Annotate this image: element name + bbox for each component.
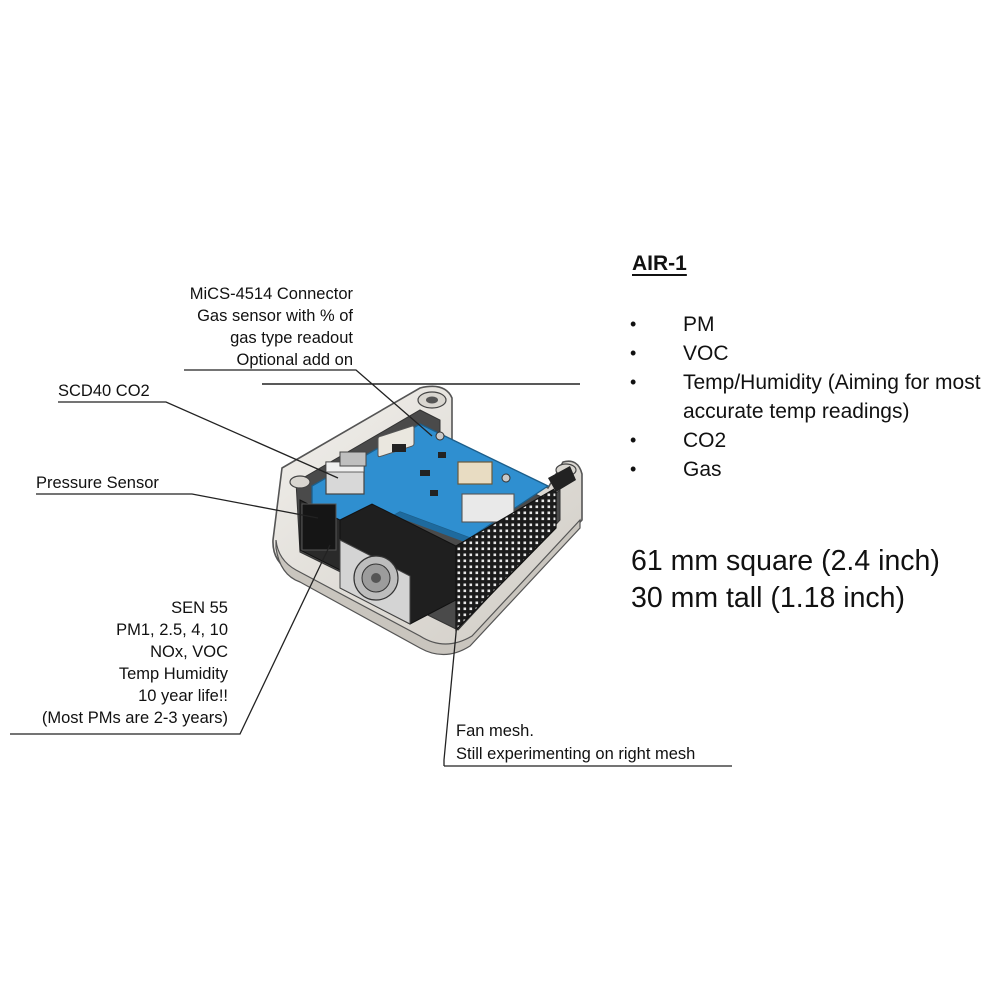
bullet-icon: •: [630, 430, 637, 450]
scd40-callout: SCD40 CO2: [58, 382, 150, 400]
feature-item: • Temp/Humidity (Aiming for most accurate…: [630, 368, 990, 426]
sen55-line-5: 10 year life!!: [138, 687, 228, 705]
usb-connector: [339, 451, 367, 467]
mics-line-2: Gas sensor with % of: [197, 307, 353, 325]
fan-mesh-line-2: Still experimenting on right mesh: [456, 745, 696, 763]
feature-label: CO2: [683, 429, 727, 452]
mesh-panel: [455, 486, 557, 632]
sen55-line-2: PM1, 2.5, 4, 10: [116, 621, 228, 639]
feature-item: • Gas: [630, 455, 990, 484]
product-title: AIR-1: [632, 252, 687, 275]
fan-mesh-callout: Fan mesh. Still experimenting on right m…: [456, 720, 695, 766]
feature-label: Gas: [683, 458, 722, 481]
sen55-line-3: NOx, VOC: [150, 643, 228, 661]
mics-line-4: Optional add on: [236, 351, 353, 369]
pressure-sensor: [301, 503, 337, 551]
feature-item: • VOC: [630, 339, 990, 368]
feature-label: PM: [683, 313, 715, 336]
feature-list: • PM • VOC • Temp/Humidity (Aiming for most…: [630, 310, 990, 484]
sen55-leader: [10, 544, 331, 735]
dimensions: 61 mm square (2.4 inch) 30 mm tall (1.18…: [631, 543, 940, 617]
mics-callout: MiCS-4514 Connector Gas sensor with % of…: [120, 283, 353, 371]
bullet-icon: •: [630, 372, 637, 392]
leader-lines: [10, 369, 732, 767]
mics-line-3: gas type readout: [230, 329, 353, 347]
sen55-line-4: Temp Humidity: [118, 665, 228, 683]
enclosure-lip: [275, 518, 581, 656]
feature-item: • PM: [630, 310, 990, 339]
fan-mesh-leader: [443, 611, 459, 766]
bullet-icon: •: [630, 343, 637, 363]
dimension-height: 30 mm tall (1.18 inch): [631, 582, 906, 614]
dimension-width: 61 mm square (2.4 inch): [631, 545, 940, 577]
corner-post: [426, 396, 438, 404]
pressure-leader: [36, 493, 319, 519]
corner-post: [289, 475, 311, 489]
fan-mesh-line-1: Fan mesh.: [456, 722, 534, 740]
feature-label: Temp/Humidity (Aiming for most accurate …: [683, 371, 981, 423]
sen55-line-1: SEN 55: [171, 599, 228, 617]
feature-label: VOC: [683, 342, 729, 365]
pressure-callout: Pressure Sensor: [36, 474, 159, 492]
header-connector: [457, 461, 493, 485]
scd40-leader: [58, 401, 339, 479]
mics-line-1: MiCS-4514 Connector: [189, 285, 353, 303]
sen55-callout: SEN 55 PM1, 2.5, 4, 10 NOx, VOC Temp Hum…: [0, 597, 228, 729]
sen55-module: [299, 499, 457, 625]
bullet-icon: •: [630, 459, 637, 479]
sen55-line-6: (Most PMs are 2-3 years): [41, 709, 228, 727]
fan-mesh: [455, 466, 576, 632]
mics-leader: [184, 369, 433, 437]
feature-item: • CO2: [630, 426, 990, 455]
bullet-icon: •: [630, 314, 637, 334]
